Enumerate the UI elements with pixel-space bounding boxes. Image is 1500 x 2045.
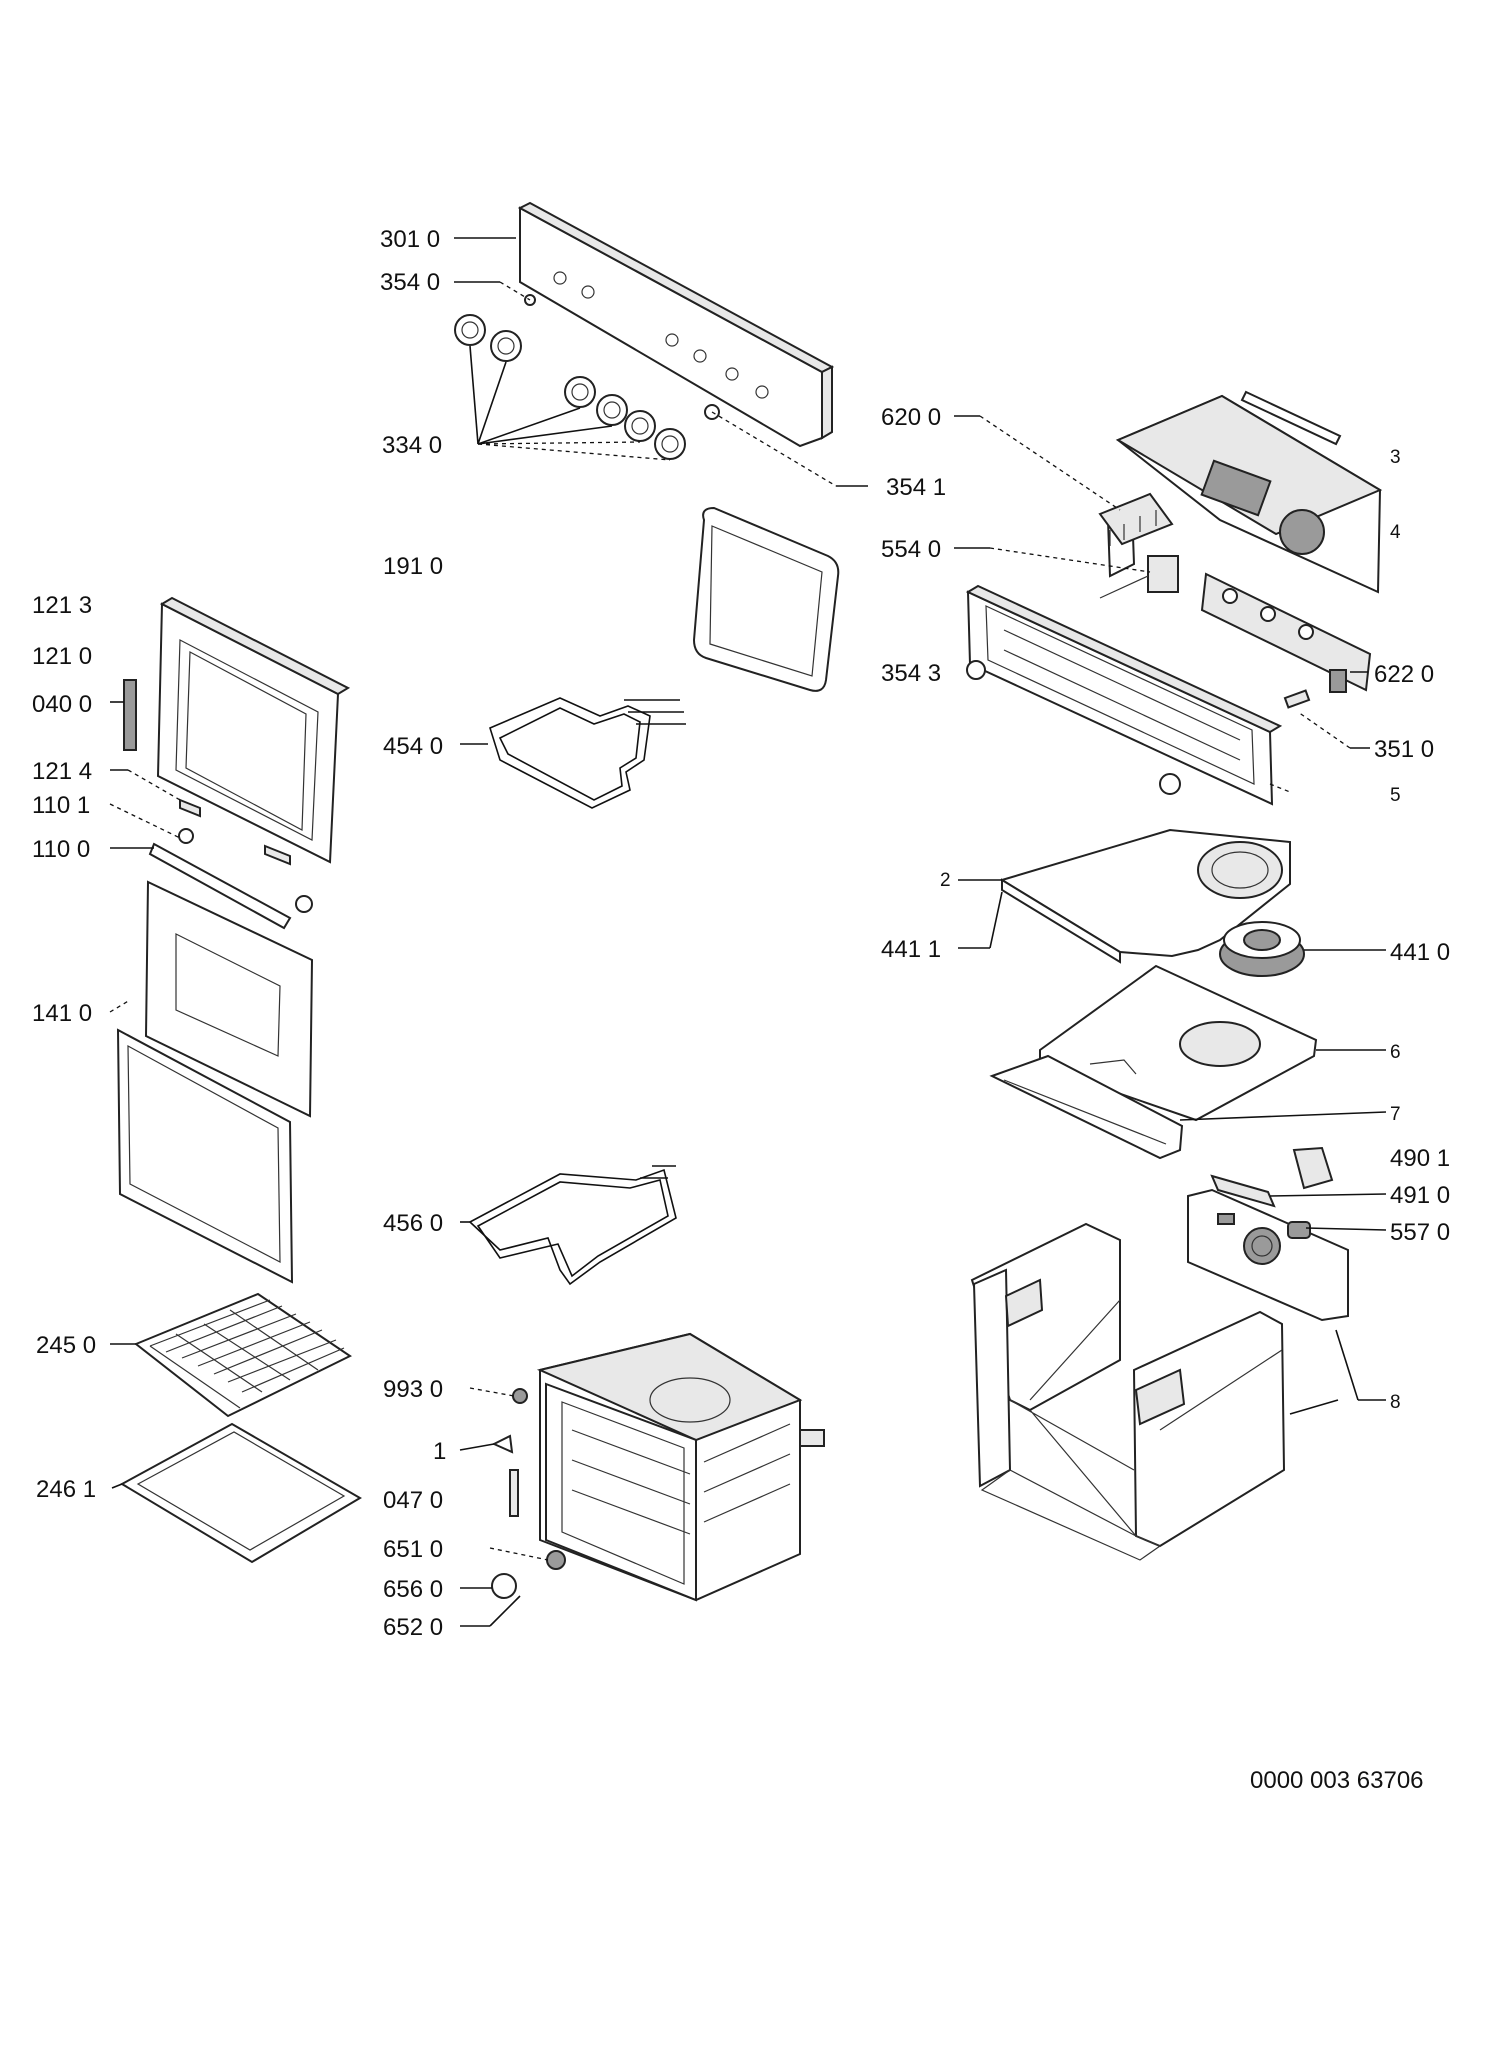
label-441-0: 441 0 [1390, 939, 1450, 966]
label-047-0: 047 0 [383, 1487, 443, 1514]
leader-lines [109, 237, 1387, 1627]
oven-small-parts [491, 1388, 566, 1599]
label-110-0: 110 0 [32, 836, 90, 863]
label-301-0: 301 0 [380, 226, 440, 253]
label-121-3: 121 3 [32, 592, 92, 619]
label-454-0: 454 0 [383, 733, 443, 760]
front-frame-part [965, 584, 1311, 806]
back-panel-part [1039, 964, 1318, 1122]
label-6: 6 [1390, 1042, 1401, 1063]
control-board-part [1187, 1188, 1349, 1322]
outer-door-part [116, 880, 314, 1284]
label-4: 4 [1390, 522, 1401, 543]
bottom-strip-part [989, 1054, 1184, 1160]
switch-block-part [1200, 572, 1372, 693]
grill-element-part [489, 697, 686, 809]
label-2: 2 [940, 870, 951, 891]
label-354-0: 354 0 [380, 269, 440, 296]
label-620-0: 620 0 [881, 404, 941, 431]
fan-cover-part [999, 828, 1291, 964]
label-121-0: 121 0 [32, 643, 92, 670]
label-334-0: 334 0 [382, 432, 442, 459]
label-040-0: 040 0 [32, 691, 92, 718]
label-8: 8 [1390, 1392, 1401, 1413]
relay-block-part [1098, 492, 1174, 546]
knobs-part [454, 294, 720, 460]
lower-element-part [468, 1165, 677, 1286]
label-354-3: 354 3 [881, 660, 941, 687]
label-141-0: 141 0 [32, 1000, 92, 1027]
label-354-1: 354 1 [886, 474, 946, 501]
label-245-0: 245 0 [36, 1332, 96, 1359]
label-652-0: 652 0 [383, 1614, 443, 1641]
label-351-0: 351 0 [1374, 736, 1434, 763]
label-993-0: 993 0 [383, 1376, 443, 1403]
rear-panel-part [1106, 390, 1383, 594]
label-490-1: 490 1 [1390, 1145, 1450, 1172]
label-5: 5 [1390, 785, 1401, 806]
label-557-0: 557 0 [1390, 1219, 1450, 1246]
thermostat-part [1099, 555, 1179, 599]
label-110-1: 110 1 [32, 792, 90, 819]
label-651-0: 651 0 [383, 1536, 443, 1563]
label-456-0: 456 0 [383, 1210, 443, 1237]
label-491-0: 491 0 [1390, 1182, 1450, 1209]
label-191-0: 191 0 [383, 553, 443, 580]
baking-tray-part [119, 1422, 362, 1564]
switch-parts [1210, 1146, 1334, 1239]
inner-door-part [123, 596, 351, 866]
oven-cavity-part [536, 1332, 825, 1602]
reference-number: 0000 003 63706 [1250, 1767, 1424, 1794]
door-seal-part [692, 506, 840, 692]
wire-shelf-part [134, 1292, 352, 1418]
label-3: 3 [1390, 447, 1401, 468]
label-7: 7 [1390, 1104, 1401, 1125]
label-1: 1 [433, 1438, 446, 1465]
door-handle-part [148, 828, 313, 930]
label-656-0: 656 0 [383, 1576, 443, 1603]
fan-motor-part [1219, 921, 1305, 977]
label-441-1: 441 1 [881, 936, 941, 963]
label-622-0: 622 0 [1374, 661, 1434, 688]
label-121-4: 121 4 [32, 758, 92, 785]
outer-case-part [970, 1222, 1286, 1561]
label-554-0: 554 0 [881, 536, 941, 563]
control-panel-part [517, 201, 835, 448]
label-246-1: 246 1 [36, 1476, 96, 1503]
